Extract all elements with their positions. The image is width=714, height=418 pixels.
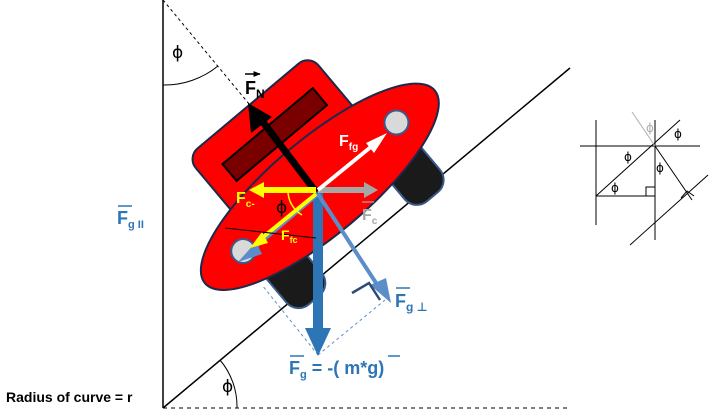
car — [191, 59, 445, 310]
fg-friction-arrow-shaft — [316, 144, 374, 192]
fc-label: Fc — [362, 207, 378, 227]
right-angle-marker-perp — [351, 281, 382, 301]
inset-phi-left: ϕ — [624, 150, 632, 164]
bottom-phi-label: ϕ — [222, 377, 233, 397]
inset-phi-gray: ϕ — [646, 121, 654, 135]
radius-label: Radius of curve = r — [6, 389, 133, 405]
normal-force-arrow-shaft — [260, 119, 319, 195]
bottom-angle-arc — [219, 359, 238, 409]
ffc-label: Ffc — [281, 227, 298, 245]
fc-minus-label: Fc- — [236, 190, 255, 210]
inset-angle-diagram: ϕ ϕ ϕ ϕ ϕ — [580, 111, 709, 246]
center-guide-line — [224, 227, 317, 239]
inset-phi-right: ϕ — [656, 161, 664, 175]
force-labels: FN Ffg Fc- ϕ Ffc Fc Fg II Fg ⊥ Fg = -( m… — [6, 71, 428, 405]
inset-right-angle-2 — [680, 190, 695, 199]
top-angle-arc — [162, 65, 219, 86]
bank-slope-line — [162, 67, 571, 409]
normal-force-arrow-head — [248, 103, 272, 133]
gravity-perp-head — [370, 278, 391, 303]
inset-perp — [654, 145, 693, 201]
gravity-arrow-head — [305, 328, 331, 356]
friction-arrow-shaft — [260, 192, 318, 240]
car-front-light — [383, 109, 410, 136]
gravity-parallel-head — [238, 242, 262, 262]
center-phi-label: ϕ — [276, 198, 287, 218]
fg-equation-label: Fg = -( m*g) — [289, 358, 384, 381]
inset-phi-top-right: ϕ — [674, 127, 682, 141]
center-angle-arc — [287, 189, 303, 216]
friction-arrow-head — [250, 232, 268, 248]
inset-phi-bottom: ϕ — [611, 181, 619, 195]
inset-slope-2 — [629, 174, 709, 246]
gravity-perp-shaft — [316, 192, 380, 288]
force-vectors — [224, 103, 391, 356]
fn-label: FN — [245, 78, 265, 101]
inset-gray-ref — [631, 111, 656, 147]
fg-perp-label: Fg ⊥ — [395, 291, 428, 314]
fg-friction-arrow-head — [366, 133, 387, 153]
top-phi-label: ϕ — [172, 43, 183, 63]
centrifugal-arrow-head — [249, 182, 264, 198]
dashed-component-b — [317, 299, 386, 356]
ffg-label: Ffg — [339, 133, 358, 153]
centripetal-arrow-head — [364, 182, 378, 198]
inset-right-angle-1 — [645, 186, 655, 196]
fg-parallel-label: Fg II — [117, 208, 144, 231]
dashed-component-a — [261, 284, 319, 356]
inset-slope-1 — [595, 119, 681, 197]
